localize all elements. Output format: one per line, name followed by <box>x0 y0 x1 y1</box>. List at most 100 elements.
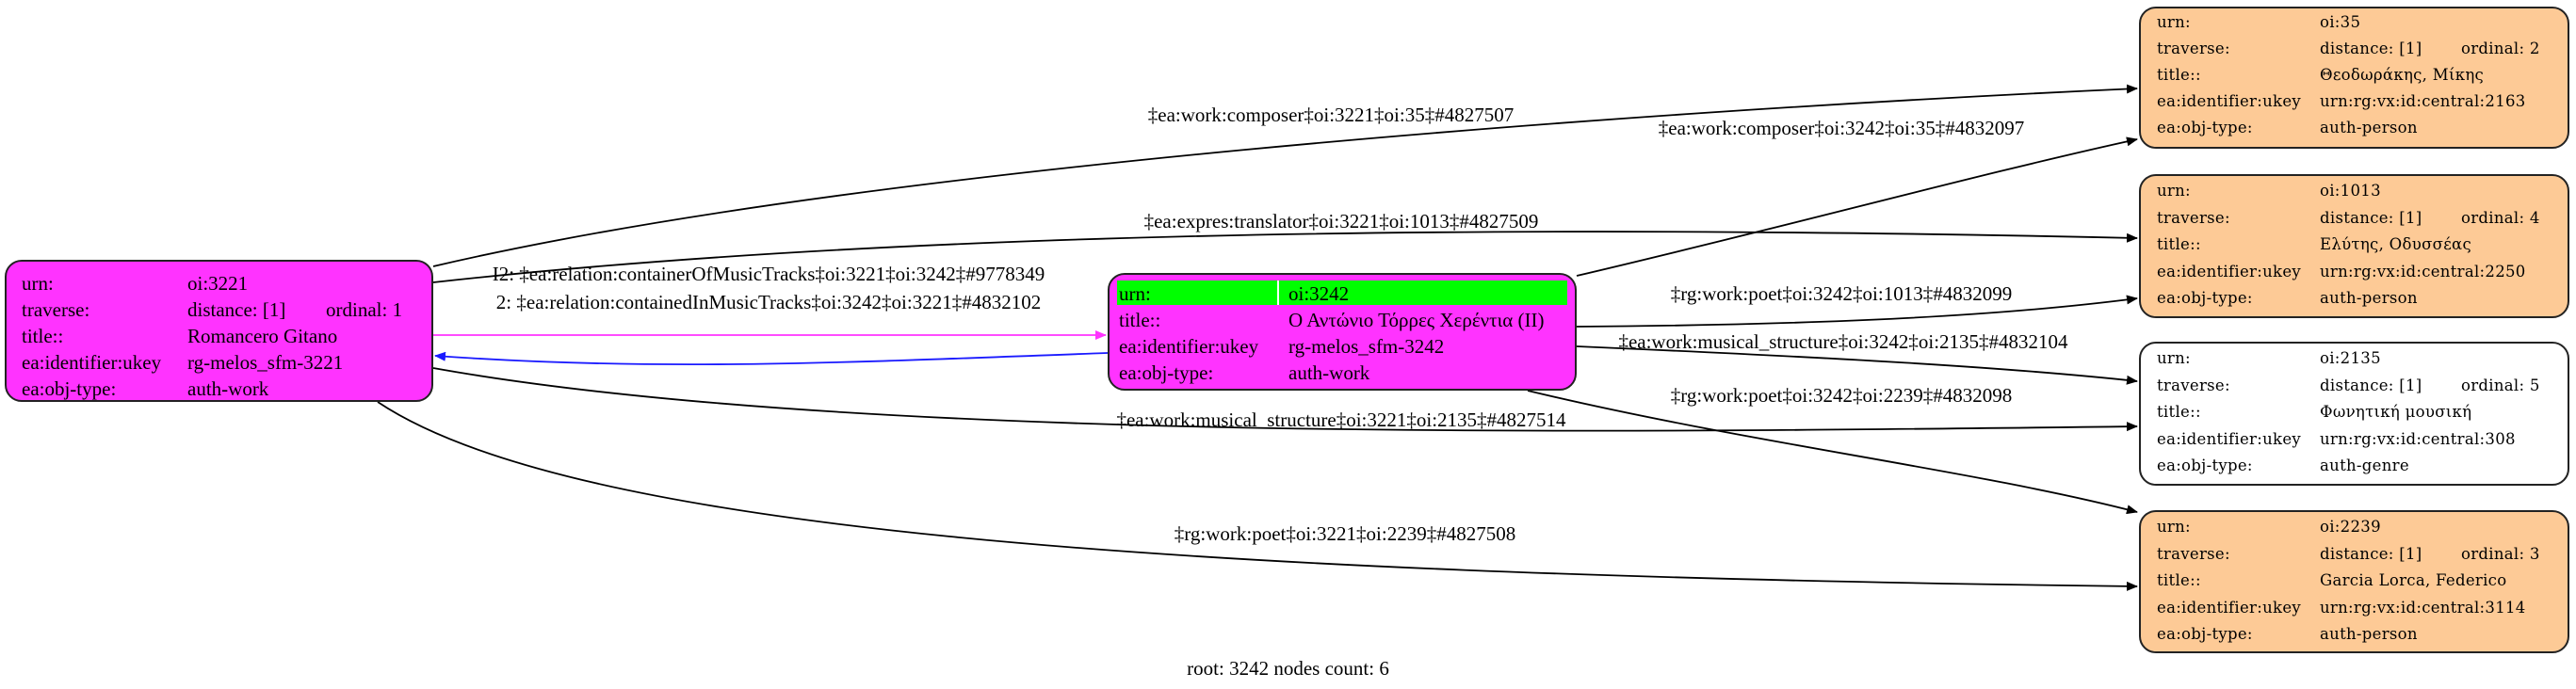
node-row: traverse: distance: [1] ordinal: 2 <box>2141 36 2568 62</box>
node-row: urn: oi:1013 <box>2141 178 2568 204</box>
row-value: urn:rg:vx:id:central:2163 <box>2320 92 2526 110</box>
row-value: distance: [1] <box>2320 376 2422 394</box>
row-key: traverse: <box>2157 40 2230 57</box>
row-value: oi:3221 <box>187 272 249 295</box>
root-highlight <box>1117 280 1567 305</box>
node-row: ea:identifier:ukey rg-melos_sfm-3221 <box>7 349 431 376</box>
row-value: auth-genre <box>2320 457 2409 474</box>
node-row: ea:obj-type: auth-work <box>7 376 431 402</box>
row-key: traverse: <box>2157 376 2230 394</box>
node-row: ea:identifier:ukey urn:rg:vx:id:central:3… <box>2141 426 2568 453</box>
node-row: ea:obj-type:auth-person <box>2141 285 2568 312</box>
row-value: Ο Αντώνιο Τόρρες Χερέντια (ΙΙ) <box>1288 309 1545 331</box>
row-value: urn:rg:vx:id:central:2250 <box>2320 262 2526 280</box>
row-value: distance: [1] <box>2320 208 2422 227</box>
cell-divider <box>1277 280 1279 305</box>
node-row: title::Garcia Lorca, Federico <box>2141 568 2568 594</box>
node-row: title::Θεοδωράκης, Μίκης <box>2141 62 2568 88</box>
row-value: distance: [1] <box>2320 544 2422 563</box>
row-value: auth-work <box>187 377 269 400</box>
node-row: ea:identifier:ukey urn:rg:vx:id:central:2… <box>2141 88 2568 115</box>
edge-translator-3221-1013[interactable] <box>432 231 2138 283</box>
node-row: title::Ο Αντώνιο Τόρρες Χερέντια (ΙΙ) <box>1110 307 1575 333</box>
edge-label: ‡ea:work:composer‡oi:3221‡oi:35‡#4827507 <box>1148 104 1514 126</box>
row-value: rg-melos_sfm-3221 <box>187 351 344 374</box>
row-key: urn: <box>2157 182 2191 200</box>
node-row: ea:obj-type:auth-person <box>2141 115 2568 141</box>
edge-composer-3221-35[interactable] <box>432 84 2138 267</box>
edge-musical-3221-2135[interactable] <box>432 367 2138 432</box>
node-row: traverse: distance: [1] ordinal: 3 <box>2141 541 2568 568</box>
row-value: auth-person <box>2320 119 2418 136</box>
row-value: Romancero Gitano <box>187 325 338 347</box>
row-value: oi:35 <box>2320 13 2361 31</box>
row-value: distance: [1] <box>187 298 286 321</box>
edge-contained-3242-3221[interactable] <box>434 351 1109 366</box>
row-key: urn: <box>1119 282 1151 305</box>
row-key: title:: <box>2157 66 2201 84</box>
edge-poet-3221-2239[interactable] <box>377 401 2138 591</box>
node-row: traverse:distance: [1]ordinal: 5 <box>2141 373 2568 399</box>
node-row: title::Φωνητική μουσική <box>2141 399 2568 425</box>
node-row: traverse:distance: [1]ordinal: 1 <box>7 296 431 323</box>
node-row: urn: oi:35 <box>2141 9 2568 36</box>
node-row: title::Romancero Gitano <box>7 323 431 349</box>
row-value: urn:rg:vx:id:central:308 <box>2320 429 2516 448</box>
node-row: urn: oi:3221 <box>7 270 431 296</box>
row-value: oi:2135 <box>2320 349 2381 367</box>
row-key: ea:identifier:ukey <box>2157 429 2302 448</box>
row-value: auth-person <box>2320 289 2418 307</box>
edge-musical-3242-2135[interactable] <box>1576 345 2138 385</box>
row-value: Garcia Lorca, Federico <box>2320 571 2507 589</box>
edge-poet-3242-1013[interactable] <box>1576 295 2138 328</box>
row-value: auth-work <box>1288 361 1370 384</box>
row-key: ea:identifier:ukey <box>1119 335 1259 358</box>
node-oi-2239[interactable]: urn:oi:2239 traverse: distance: [1] ordinal… <box>2139 510 2569 653</box>
node-row: ea:identifier:ukey rg-melos_sfm-3242 <box>1110 333 1575 360</box>
row-key: ea:identifier:ukey <box>22 351 162 374</box>
row-key: traverse: <box>2157 544 2230 563</box>
row-key: title:: <box>1119 309 1161 331</box>
row-value: oi:2239 <box>2320 518 2381 536</box>
row-value: rg-melos_sfm-3242 <box>1288 335 1445 358</box>
row-key: ea:obj-type: <box>22 377 117 400</box>
row-value: auth-person <box>2320 625 2418 643</box>
node-row: urn: oi:2135 <box>2141 345 2568 372</box>
row-key: ea:obj-type: <box>1119 361 1214 384</box>
row-value: Φωνητική μουσική <box>2320 403 2472 421</box>
row-value: Ελύτης, Οδυσσέας <box>2320 235 2472 253</box>
row-ordinal: ordinal: 3 <box>2461 544 2540 563</box>
row-key: title:: <box>2157 235 2201 253</box>
node-row: traverse:distance: [1]ordinal: 4 <box>2141 205 2568 232</box>
node-row: ea:obj-type: auth-genre <box>2141 453 2568 479</box>
node-row: urn:oi:3242 <box>1110 280 1575 307</box>
row-key: ea:obj-type: <box>2157 457 2253 474</box>
edge-composer-3242-35[interactable] <box>1576 136 2138 277</box>
edge-poet-3242-2239[interactable] <box>1527 390 2138 515</box>
row-ordinal: ordinal: 1 <box>326 298 403 321</box>
node-oi-35[interactable]: urn: oi:35 traverse: distance: [1] ordinal: … <box>2139 7 2569 149</box>
footer-status: root: 3242 nodes count: 6 <box>1187 657 1389 680</box>
edge-label: ‡ea:work:musical_structure‡oi:3221‡oi:21… <box>1116 409 1566 431</box>
row-key: traverse: <box>2157 208 2230 227</box>
node-row: ea:identifier:ukey urn:rg:vx:id:central:2… <box>2141 259 2568 285</box>
node-row: ea:obj-type:auth-person <box>2141 621 2568 648</box>
row-key: urn: <box>2157 13 2191 31</box>
node-row: urn:oi:2239 <box>2141 514 2568 540</box>
row-ordinal: ordinal: 2 <box>2461 40 2540 57</box>
row-key: urn: <box>22 272 54 295</box>
edge-label: ‡ea:expres:translator‡oi:3221‡oi:1013‡#4… <box>1144 210 1539 232</box>
row-value: oi:1013 <box>2320 182 2381 200</box>
row-key: ea:identifier:ukey <box>2157 92 2302 110</box>
row-key: urn: <box>2157 349 2191 367</box>
row-value: distance: [1] <box>2320 40 2422 57</box>
edge-label: ‡rg:work:poet‡oi:3242‡oi:2239‡#4832098 <box>1671 384 2012 407</box>
row-key: ea:identifier:ukey <box>2157 262 2302 280</box>
row-key: ea:identifier:ukey <box>2157 598 2302 617</box>
